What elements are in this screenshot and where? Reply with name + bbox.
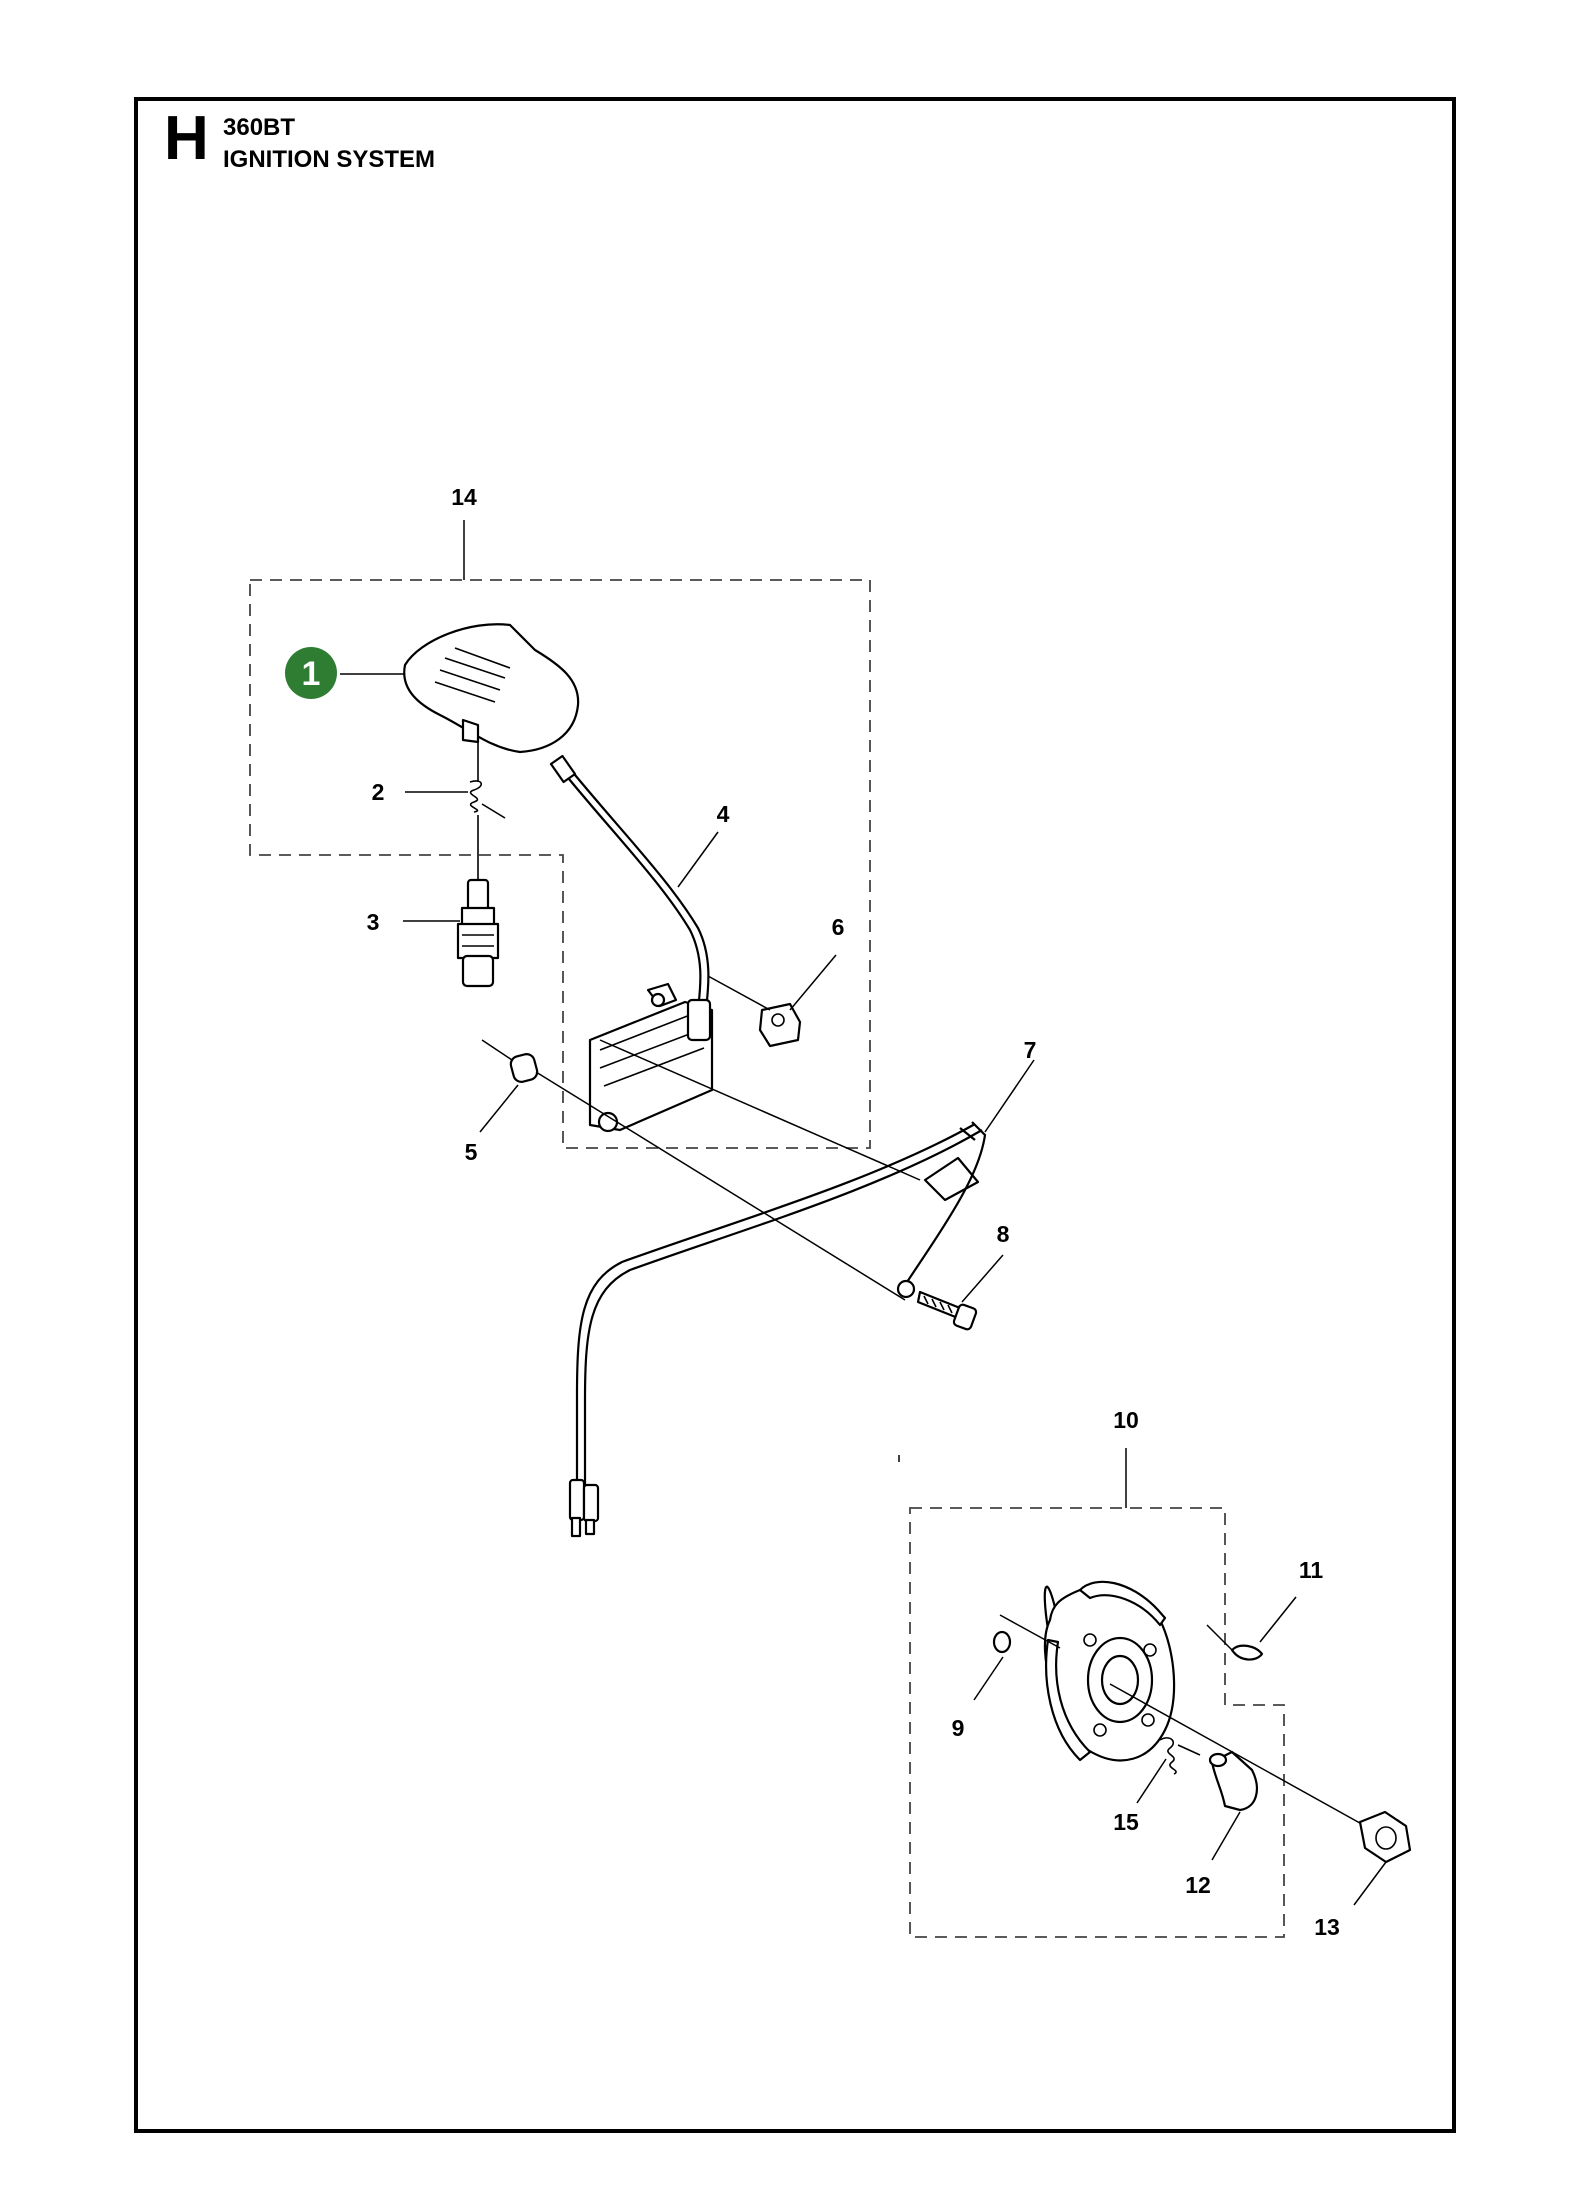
module-screw [896, 1279, 978, 1331]
leader-11 [1259, 1596, 1297, 1643]
callout-9: 9 [952, 1715, 965, 1741]
callout-6: 6 [832, 914, 845, 940]
callout-5: 5 [465, 1139, 478, 1165]
flywheel-key [992, 1630, 1012, 1654]
leader-4 [677, 831, 719, 888]
callout-13: 13 [1314, 1914, 1340, 1940]
group-14-outline [249, 579, 871, 1149]
section-title: IGNITION SYSTEM [223, 146, 436, 173]
callout-14: 14 [451, 484, 477, 510]
ignition-lead [549, 754, 710, 1011]
callout-12: 12 [1185, 1872, 1211, 1898]
section-letter: H [164, 104, 209, 173]
ignition-module [588, 982, 714, 1133]
leader-7 [984, 1059, 1035, 1133]
callout-10: 10 [1113, 1407, 1139, 1433]
leader-6-link [707, 975, 771, 1011]
leader-9 [973, 1656, 1004, 1701]
callout-3: 3 [367, 909, 380, 935]
bolt-axis-line [535, 1071, 906, 1301]
pawl-spring [1159, 1737, 1201, 1775]
flywheel-nut [1358, 1810, 1412, 1864]
flywheel [1043, 1580, 1176, 1762]
callout-15: 15 [1113, 1809, 1139, 1835]
callout-11: 11 [1299, 1557, 1324, 1583]
model-name: 360BT [223, 114, 296, 141]
highlight-badge [285, 647, 337, 699]
starter-pawl [1208, 1750, 1258, 1812]
leader-8 [961, 1254, 1004, 1303]
spark-plug [456, 878, 500, 988]
callout-7: 7 [1024, 1037, 1037, 1063]
woodruff-key [1230, 1644, 1264, 1661]
group-10-outline [909, 1507, 1285, 1938]
leader-15 [1136, 1758, 1167, 1804]
leader-5-axis [481, 1039, 513, 1061]
flywheel-axis-line [1109, 1683, 1377, 1833]
leader-13 [1353, 1861, 1387, 1906]
callout-2: 2 [372, 779, 385, 805]
cap-spring [469, 742, 506, 880]
leader-6 [789, 954, 837, 1011]
module-spacer [509, 1053, 539, 1083]
spark-plug-cap [403, 623, 580, 754]
short-circuit-cable [568, 1121, 987, 1538]
callout-8: 8 [997, 1221, 1010, 1247]
module-axis-line [599, 1039, 921, 1181]
badge-number: 1 [302, 655, 321, 693]
page-frame [134, 97, 1456, 2133]
leader-11-axis [1206, 1624, 1233, 1651]
leader-9-axis [999, 1614, 1061, 1649]
lead-grommet [758, 1002, 802, 1048]
leader-12 [1211, 1811, 1241, 1861]
callout-4: 4 [717, 801, 730, 827]
leader-5 [479, 1084, 519, 1133]
